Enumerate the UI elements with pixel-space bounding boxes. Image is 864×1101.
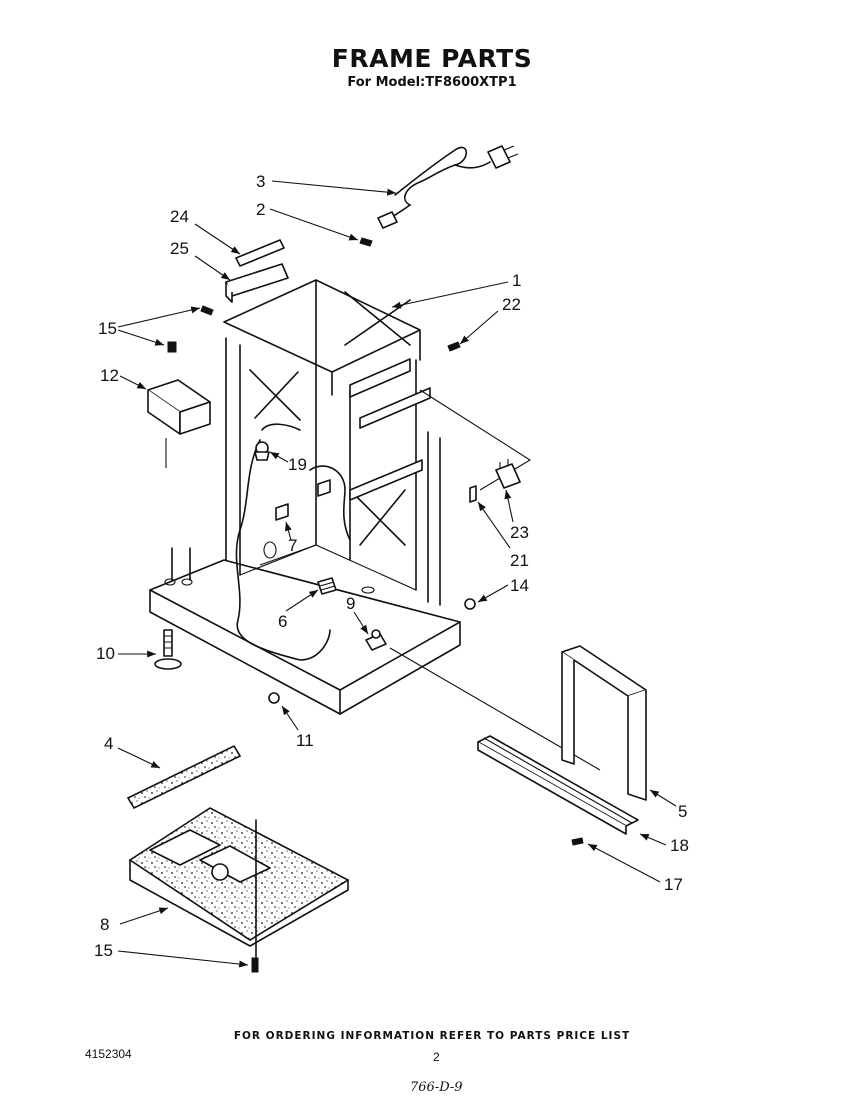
callout-10: 10 [96,644,115,663]
rail-18 [477,735,639,835]
callout-17: 17 [664,875,683,894]
callout-22: 22 [502,295,521,314]
callout-4: 4 [104,734,114,753]
callout-21: 21 [510,551,529,570]
screw-2 [359,237,373,247]
handwritten-code: 766-D-9 [410,1080,463,1095]
callout-1: 1 [512,271,522,290]
gasket-strip-4 [126,744,242,810]
callout-23: 23 [510,523,529,542]
callout-12: 12 [100,366,119,385]
callout-15-bottom: 15 [94,941,113,960]
main-frame [149,279,601,771]
trim-strip-24 [235,239,285,267]
callout-15-top: 15 [98,319,117,338]
nut-14 [464,598,476,610]
clip-7 [275,479,331,521]
document-number: 4152304 [85,1047,132,1061]
callout-18: 18 [670,836,689,855]
page-number: 2 [433,1050,440,1064]
power-cord [377,145,519,229]
leader-lines [117,180,677,968]
callout-11: 11 [296,731,314,750]
side-curtain-5 [561,645,647,801]
callout-14: 14 [510,576,529,595]
bracket-25 [225,263,289,303]
screw-22 [447,341,461,352]
callout-25: 25 [170,239,189,258]
callout-5: 5 [678,802,688,821]
callout-9: 9 [346,594,356,613]
leveling-foot-10 [154,629,182,670]
callout-19: 19 [288,455,307,474]
ordering-info-note: FOR ORDERING INFORMATION REFER TO PARTS … [233,1030,631,1042]
bracket-21 [469,485,477,503]
nut-11 [268,692,280,704]
page-subtitle: For Model:TF8600XTP1 [347,75,517,90]
screw-15-top [167,305,214,353]
callout-3: 3 [256,172,266,191]
callout-8: 8 [100,915,110,934]
grommet-6 [317,577,337,595]
mount-19 [254,441,270,461]
screw-15-bottom [251,957,259,973]
page-title: FRAME PARTS [331,44,533,73]
thermostat-9 [365,629,387,651]
callout-2: 2 [256,200,266,219]
callout-6: 6 [278,612,288,631]
base-tray-8 [128,807,350,961]
switch-23 [495,459,521,489]
callout-7: 7 [288,536,298,555]
control-cover-12 [147,379,211,468]
screw-17 [571,837,584,846]
callout-24: 24 [170,207,189,226]
